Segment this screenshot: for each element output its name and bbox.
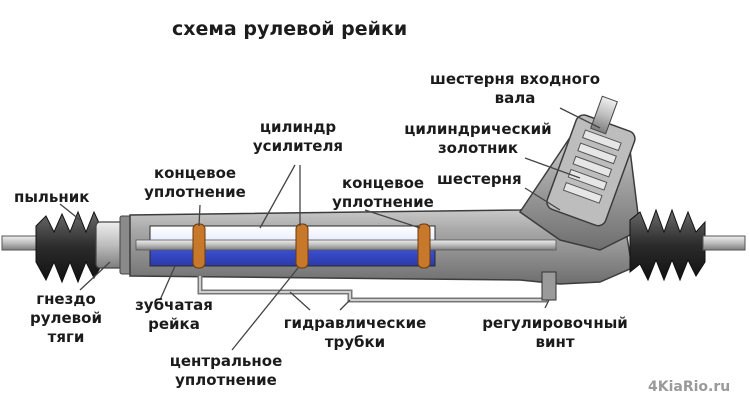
label-spool-line1: цилиндрический	[404, 120, 552, 138]
label-pinion: шестерня	[437, 170, 522, 188]
label-toothed-rack: зубчатая рейка	[128, 296, 220, 334]
label-tie-rod-socket-line1: гнездо	[36, 290, 96, 308]
label-tie-rod-socket: гнездо рулевой тяги	[20, 290, 112, 347]
label-central-seal-line1: центральное	[169, 352, 283, 370]
label-cylinder-line2: усилителя	[252, 137, 344, 155]
label-hydraulic-tubes-line1: гидравлические	[283, 314, 427, 332]
watermark: 4KiaRio.ru	[648, 379, 731, 395]
label-tie-rod-socket-line2: рулевой	[30, 309, 102, 327]
valve-body	[518, 95, 641, 251]
label-hydraulic-tubes: гидравлические трубки	[270, 314, 440, 352]
label-end-seal-right: концевое уплотнение	[318, 174, 448, 212]
left-boot	[35, 210, 101, 284]
label-hydraulic-tubes-line2: трубки	[324, 333, 386, 351]
right-rod-end	[702, 235, 746, 251]
central-seal	[295, 223, 309, 269]
label-end-seal-left-line2: уплотнение	[144, 183, 246, 201]
label-spool-line2: золотник	[437, 139, 519, 157]
label-adjusting-screw-line2: винт	[535, 333, 575, 351]
label-end-seal-left-line1: концевое	[153, 164, 237, 182]
label-central-seal: центральное уплотнение	[156, 352, 296, 390]
right-boot	[629, 208, 706, 282]
label-toothed-rack-line1: зубчатая	[135, 296, 213, 314]
label-adjusting-screw: регулировочный винт	[470, 314, 640, 352]
label-toothed-rack-line2: рейка	[148, 315, 200, 333]
label-spool: цилиндрический золотник	[388, 120, 568, 158]
adjusting-screw	[541, 271, 557, 301]
label-adjusting-screw-line1: регулировочный	[482, 314, 628, 332]
label-input-gear: шестерня входного вала	[420, 70, 610, 108]
label-tie-rod-socket-line3: тяги	[47, 328, 85, 346]
label-input-gear-line2: вала	[494, 89, 536, 107]
left-rod-end	[1, 235, 39, 251]
diagram-title: схема рулевой рейки	[172, 18, 408, 40]
end-seal-left	[192, 223, 206, 269]
label-input-gear-line1: шестерня входного	[429, 70, 601, 88]
label-boot: пыльник	[14, 188, 90, 206]
label-end-seal-right-line1: концевое	[341, 174, 425, 192]
end-seal-right	[417, 223, 431, 269]
toothed-rack	[135, 239, 557, 251]
label-cylinder-line1: цилиндр	[259, 118, 337, 136]
label-central-seal-line2: уплотнение	[175, 371, 277, 389]
label-end-seal-right-line2: уплотнение	[332, 193, 434, 211]
label-cylinder: цилиндр усилителя	[238, 118, 358, 156]
label-end-seal-left: концевое уплотнение	[130, 164, 260, 202]
leader-lines	[59, 107, 601, 351]
